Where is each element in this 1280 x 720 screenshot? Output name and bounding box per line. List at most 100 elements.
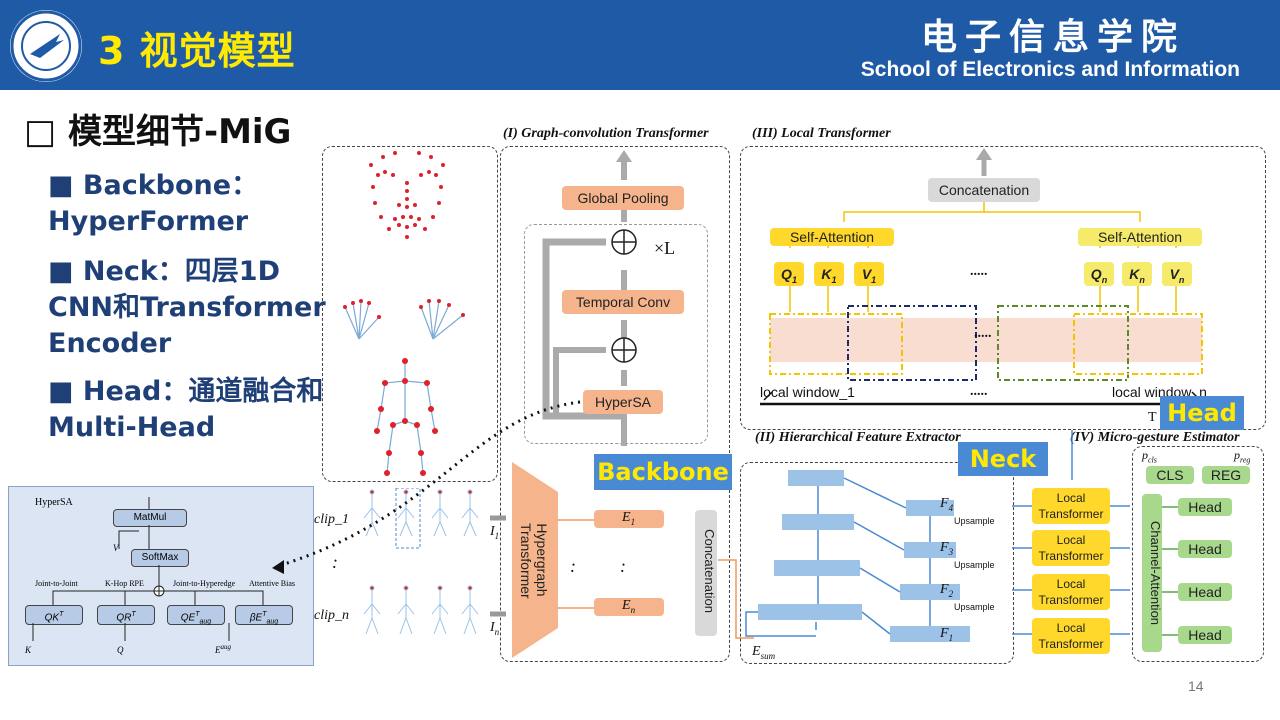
joint-to-joint-label: Joint-to-Joint bbox=[35, 579, 78, 588]
bullet-head: ■ Head：通道融合和 Multi-Head bbox=[48, 374, 323, 446]
bullet-backbone: ■ Backbone： HyperFormer bbox=[48, 168, 258, 240]
qe-block: QETaug bbox=[167, 605, 225, 625]
gct-flow-arrows bbox=[490, 515, 754, 639]
f3-label: F3 bbox=[940, 540, 954, 557]
skeleton-illustration bbox=[343, 151, 465, 476]
clip-dots: : bbox=[332, 552, 338, 572]
qn-block: Qn bbox=[1084, 262, 1114, 286]
global-pooling-block: Global Pooling bbox=[562, 186, 684, 210]
head-block-4: Head bbox=[1178, 626, 1232, 644]
school-name-en: School of Electronics and Information bbox=[860, 58, 1240, 81]
hypersa-block: HyperSA bbox=[583, 390, 663, 414]
in-label: In bbox=[490, 620, 500, 637]
k1-block: K1 bbox=[814, 262, 844, 286]
hypergraph-transformer-shape bbox=[512, 462, 558, 658]
esum-label: Esum bbox=[752, 644, 776, 661]
en-block bbox=[594, 598, 664, 616]
qr-block: QRT bbox=[97, 605, 155, 625]
upsample-label-3: Upsample bbox=[954, 602, 995, 612]
lt-concatenation-block: Concatenation bbox=[928, 178, 1040, 202]
head-block-3: Head bbox=[1178, 583, 1232, 601]
bullet-backbone-line1: ■ Backbone： bbox=[48, 170, 259, 201]
clip-skeletons bbox=[363, 488, 479, 635]
q-label: Q bbox=[117, 645, 124, 655]
preg-label: preg bbox=[1234, 448, 1251, 465]
school-name-cn: 电子信息学院 bbox=[920, 16, 1185, 58]
gct-panel bbox=[500, 146, 730, 662]
local-transformer-block-4: Local Transformer bbox=[1032, 488, 1110, 524]
lt-dots-mid: ..... bbox=[974, 326, 992, 341]
hypersa-arrows bbox=[32, 497, 264, 641]
f2-label: F2 bbox=[940, 582, 954, 599]
beta-e-block: βETaug bbox=[235, 605, 293, 625]
reg-block: REG bbox=[1202, 466, 1250, 484]
matmul-block: MatMul bbox=[113, 509, 187, 527]
q1-block: Q1 bbox=[774, 262, 804, 286]
mge-arrows bbox=[1162, 506, 1178, 636]
lt-t-label: T bbox=[1148, 410, 1157, 425]
joint-to-hyperedge-label: Joint-to-Hyperedge bbox=[173, 579, 236, 588]
e1-block bbox=[594, 510, 664, 528]
clip1-label: clip_1 bbox=[314, 512, 349, 527]
lt-graph bbox=[760, 148, 1208, 406]
hypersa-detail-panel: HyperSA MatMul SoftMax V Joint-to-Joint … bbox=[8, 486, 314, 666]
qk-block: QKT bbox=[25, 605, 83, 625]
self-attention-block-n: Self-Attention bbox=[1078, 228, 1202, 246]
backbone-tag: Backbone bbox=[594, 454, 732, 490]
bullet-neck-line3: Encoder bbox=[48, 328, 172, 359]
e1-label: E1 bbox=[622, 510, 636, 527]
en-label: En bbox=[622, 598, 636, 615]
head-block-1: Head bbox=[1178, 498, 1232, 516]
lt-dots-bottom: ..... bbox=[970, 384, 988, 399]
cls-block: CLS bbox=[1146, 466, 1194, 484]
header-bar: 3 视觉模型 电子信息学院 School of Electronics and … bbox=[0, 0, 1280, 90]
temporal-conv-block: Temporal Conv bbox=[562, 290, 684, 314]
local-transformer-block-2: Local Transformer bbox=[1032, 574, 1110, 610]
kn-block: Kn bbox=[1122, 262, 1152, 286]
head-tag: Head bbox=[1160, 396, 1244, 430]
gct-inner-block bbox=[524, 224, 708, 444]
bullet-head-line2: Multi-Head bbox=[48, 412, 216, 443]
mge-panel bbox=[1132, 446, 1264, 662]
section-heading: □ 模型细节-MiG bbox=[24, 112, 292, 152]
upsample-label-2: Upsample bbox=[954, 560, 995, 570]
university-logo-icon bbox=[10, 10, 82, 82]
channel-attention-label: Channel-Attention bbox=[1148, 520, 1163, 626]
lt-dots-top: ..... bbox=[970, 264, 988, 279]
softmax-block: SoftMax bbox=[131, 549, 189, 567]
hfe-panel bbox=[740, 462, 1014, 664]
university-logo bbox=[10, 10, 82, 82]
hfe-pyramid bbox=[745, 470, 970, 642]
khop-rpe-label: K-Hop RPE bbox=[105, 579, 144, 588]
page-number: 14 bbox=[1188, 678, 1204, 694]
clipn-label: clip_n bbox=[314, 608, 349, 623]
hypersa-panel-title: HyperSA bbox=[35, 497, 73, 508]
times-l-label: ×L bbox=[654, 238, 676, 258]
bullet-head-line1: ■ Head：通道融合和 bbox=[48, 376, 324, 407]
gct-arrows bbox=[542, 150, 637, 446]
bullet-neck-line2: CNN和Transformer bbox=[48, 292, 326, 323]
section-mge-title: (IV) Micro-gesture Estimator bbox=[1070, 430, 1240, 445]
bullet-backbone-line2: HyperFormer bbox=[48, 206, 249, 237]
f1-label: F1 bbox=[940, 626, 954, 643]
k-label: K bbox=[25, 645, 32, 655]
section-hfe-title: (II) Hierarchical Feature Extractor bbox=[755, 430, 961, 445]
v-label: V bbox=[113, 543, 119, 553]
skeleton-panel bbox=[322, 146, 498, 482]
self-attention-block-1: Self-Attention bbox=[770, 228, 894, 246]
f4-label: F4 bbox=[940, 496, 954, 513]
head-block-2: Head bbox=[1178, 540, 1232, 558]
bullet-neck: ■ Neck：四层1D CNN和Transformer Encoder bbox=[48, 254, 326, 362]
hypersa-link-curve bbox=[272, 400, 581, 574]
lt-panel bbox=[740, 146, 1266, 430]
local-transformer-block-1: Local Transformer bbox=[1032, 618, 1110, 654]
vn-block: Vn bbox=[1162, 262, 1192, 286]
section-lt-title: (III) Local Transformer bbox=[752, 126, 891, 141]
neck-tag: Neck bbox=[958, 442, 1048, 476]
slide-title: 3 视觉模型 bbox=[98, 29, 296, 73]
upsample-label-1: Upsample bbox=[954, 516, 995, 526]
section-gct-title: (I) Graph-convolution Transformer bbox=[503, 126, 709, 141]
gct-dots-2: : bbox=[620, 556, 626, 576]
pcls-label: pcls bbox=[1142, 448, 1157, 465]
bullet-neck-line1: ■ Neck：四层1D bbox=[48, 256, 280, 287]
